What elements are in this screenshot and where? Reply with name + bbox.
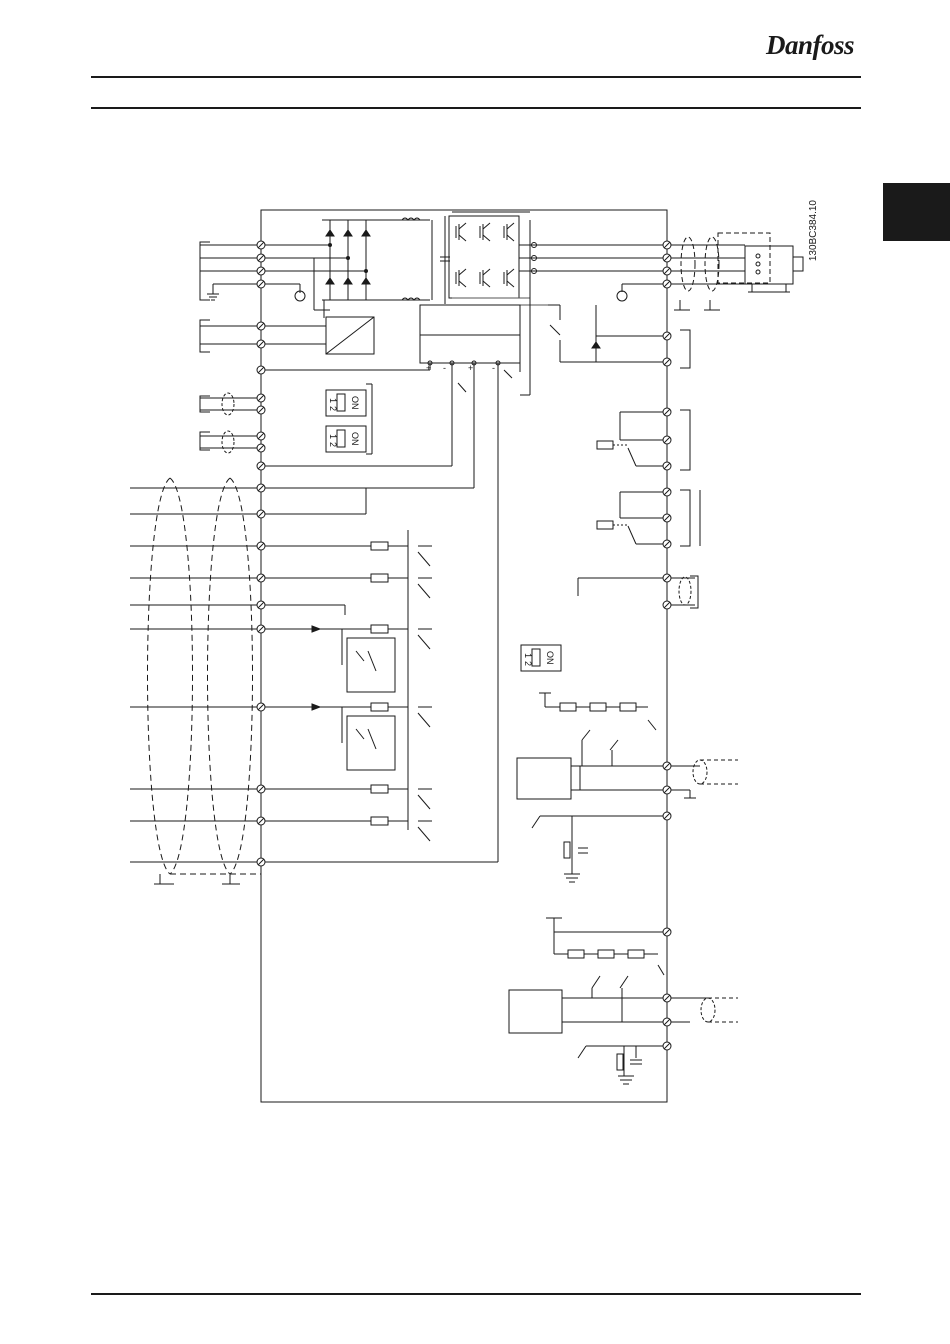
terminal-icon bbox=[257, 432, 265, 440]
terminal-icon bbox=[663, 488, 671, 496]
terminal-icon bbox=[663, 812, 671, 820]
igbt-icon bbox=[504, 223, 514, 241]
digital-input bbox=[261, 817, 432, 841]
digital-input bbox=[261, 542, 432, 566]
igbt-switches bbox=[456, 223, 514, 287]
terminal-icon bbox=[257, 817, 265, 825]
resistor-icon bbox=[560, 703, 576, 711]
control-supply-box bbox=[261, 298, 530, 862]
resistor-icon bbox=[371, 785, 388, 793]
terminal-icon bbox=[663, 1042, 671, 1050]
terminal-icon bbox=[663, 601, 671, 609]
terminal-icon bbox=[663, 408, 671, 416]
analog-input-1 bbox=[517, 693, 738, 799]
terminal-icon bbox=[663, 540, 671, 548]
switch-mode-supply bbox=[200, 317, 374, 354]
dc-sign-3: + bbox=[468, 363, 473, 373]
terminal-icon bbox=[663, 462, 671, 470]
relay-2 bbox=[597, 490, 700, 546]
motor-output-lines bbox=[519, 243, 745, 311]
terminal-icon bbox=[663, 574, 671, 582]
terminal-icon bbox=[257, 484, 265, 492]
terminal-icon bbox=[257, 444, 265, 452]
terminal-icon bbox=[257, 542, 265, 550]
terminal-icon bbox=[257, 241, 265, 249]
control-terminals-lines bbox=[130, 488, 498, 884]
terminal-icon bbox=[663, 332, 671, 340]
terminal-icon bbox=[257, 254, 265, 262]
terminal-icon bbox=[257, 703, 265, 711]
dip-on-label-b: ON bbox=[545, 651, 555, 665]
resistor-icon bbox=[371, 703, 388, 711]
terminal-icon bbox=[663, 786, 671, 794]
resistor-icon bbox=[371, 817, 388, 825]
dc-sign-2: - bbox=[443, 363, 446, 373]
analog-input-2 bbox=[509, 918, 738, 1033]
terminal-icon bbox=[257, 858, 265, 866]
control-cable-screens bbox=[148, 478, 262, 874]
dip-on-label-a: ON bbox=[350, 396, 360, 410]
resistor-icon bbox=[371, 574, 388, 582]
dip-pos-1-a2: 1 bbox=[328, 434, 338, 439]
rectifier-bridge bbox=[322, 218, 430, 300]
analog-output bbox=[578, 576, 698, 608]
igbt-icon bbox=[504, 269, 514, 287]
analog-common-1 bbox=[532, 816, 667, 882]
terminal-icon bbox=[663, 254, 671, 262]
digital-input bbox=[261, 785, 432, 809]
analog-common-2 bbox=[578, 1046, 667, 1084]
digital-input bbox=[261, 574, 432, 598]
dip-pos-1-b: 1 bbox=[523, 653, 533, 658]
resistor-icon bbox=[371, 625, 388, 633]
terminal-icon bbox=[257, 601, 265, 609]
arrow-icon bbox=[312, 704, 320, 710]
terminal-icon bbox=[257, 510, 265, 518]
terminal-icon bbox=[257, 574, 265, 582]
dip-pos-1-a: 1 bbox=[328, 398, 338, 403]
terminal-icon bbox=[257, 462, 265, 470]
terminal-icon bbox=[663, 762, 671, 770]
terminal-icon bbox=[663, 267, 671, 275]
dc-link-capacitor bbox=[432, 216, 450, 304]
dc-sign-4: - bbox=[492, 363, 495, 373]
dip-pos-2-b: 2 bbox=[523, 661, 533, 666]
mains-input bbox=[200, 242, 261, 300]
igbt-icon bbox=[456, 269, 466, 287]
igbt-icon bbox=[456, 223, 466, 241]
terminal-icon bbox=[257, 280, 265, 288]
terminal-icon bbox=[257, 406, 265, 414]
dc-sign-1: + bbox=[426, 363, 431, 373]
terminal-icon bbox=[257, 340, 265, 348]
terminal-icon bbox=[663, 928, 671, 936]
arrow-icon bbox=[312, 626, 320, 632]
terminal-icon bbox=[257, 322, 265, 330]
terminal-icon bbox=[257, 625, 265, 633]
terminal-icon bbox=[663, 280, 671, 288]
igbt-icon bbox=[480, 223, 490, 241]
terminal-icon bbox=[663, 358, 671, 366]
igbt-icon bbox=[480, 269, 490, 287]
dip-on-label-a2: ON bbox=[350, 432, 360, 446]
resistor-icon bbox=[371, 542, 388, 550]
terminal-icon bbox=[257, 785, 265, 793]
terminal-icon bbox=[663, 241, 671, 249]
dip-pos-2-a: 2 bbox=[328, 406, 338, 411]
motor-icon bbox=[745, 246, 803, 292]
terminal-icon bbox=[663, 514, 671, 522]
terminal-icon bbox=[663, 436, 671, 444]
terminal-icon bbox=[257, 366, 265, 374]
terminal-icon bbox=[257, 267, 265, 275]
relay-1 bbox=[597, 410, 690, 470]
terminal-icon bbox=[257, 394, 265, 402]
terminal-icon bbox=[663, 994, 671, 1002]
terminal-icon bbox=[663, 1018, 671, 1026]
dip-pos-2-a2: 2 bbox=[328, 442, 338, 447]
